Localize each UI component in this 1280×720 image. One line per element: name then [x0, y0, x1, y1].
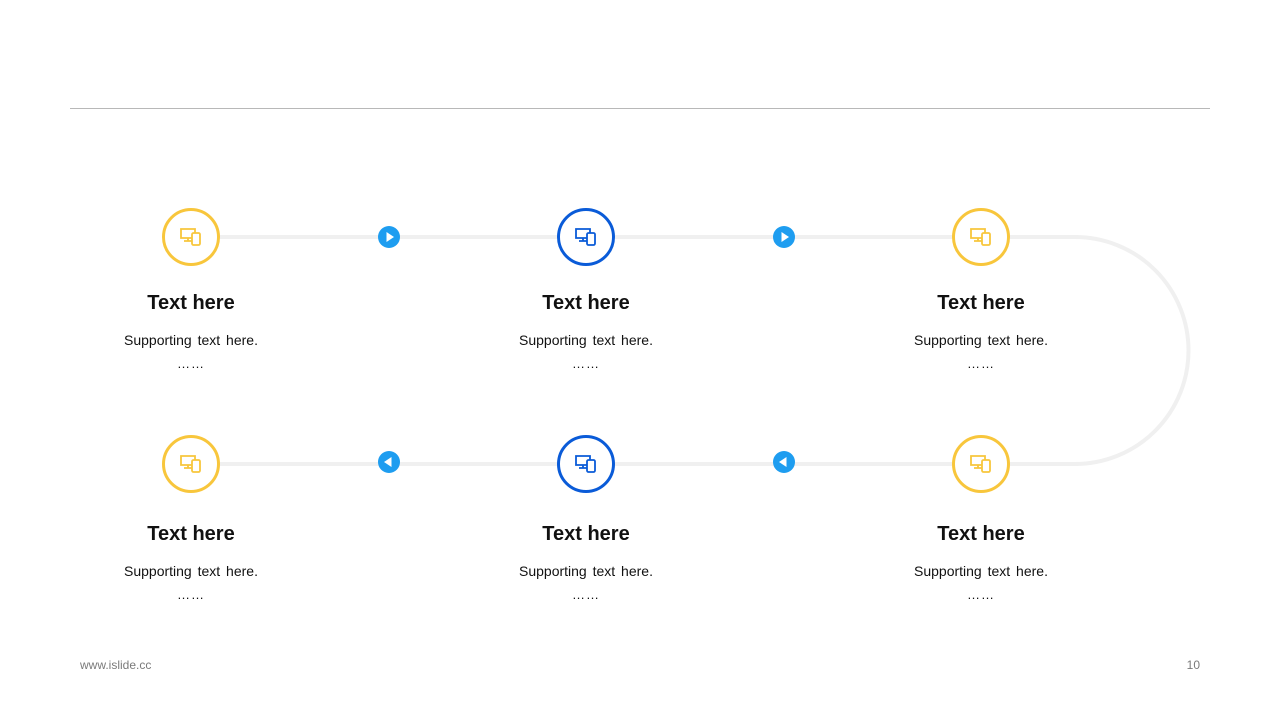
step-subtitle: Supporting text here.: [519, 563, 653, 579]
step-ellipsis: ……: [967, 356, 995, 371]
devices-icon: [575, 228, 596, 246]
step-subtitle: Supporting text here.: [914, 332, 1048, 348]
step-ellipsis: ……: [572, 587, 600, 602]
step-1-card: Text here Supporting text here. ……: [81, 291, 301, 371]
step-title: Text here: [542, 292, 630, 314]
step-ellipsis: ……: [572, 356, 600, 371]
step-6-card: Text here Supporting text here. ……: [81, 522, 301, 602]
devices-icon: [970, 228, 991, 246]
footer-website: www.islide.cc: [80, 658, 152, 672]
arrow-1: [378, 226, 400, 248]
arrow-2: [773, 226, 795, 248]
play-left-icon: [779, 457, 787, 467]
step-5-node: [557, 435, 615, 493]
play-left-icon: [384, 457, 392, 467]
step-subtitle: Supporting text here.: [124, 563, 258, 579]
top-divider: [70, 108, 1210, 109]
arrow-3: [773, 451, 795, 473]
step-ellipsis: ……: [177, 356, 205, 371]
devices-icon: [970, 455, 991, 473]
arrow-4: [378, 451, 400, 473]
step-1-node: [162, 208, 220, 266]
step-title: Text here: [147, 292, 235, 314]
step-2-node: [557, 208, 615, 266]
step-5-card: Text here Supporting text here. ……: [476, 522, 696, 602]
step-subtitle: Supporting text here.: [914, 563, 1048, 579]
step-title: Text here: [147, 523, 235, 545]
step-title: Text here: [542, 523, 630, 545]
step-2-card: Text here Supporting text here. ……: [476, 291, 696, 371]
step-3-card: Text here Supporting text here. ……: [871, 291, 1091, 371]
step-6-node: [162, 435, 220, 493]
step-subtitle: Supporting text here.: [124, 332, 258, 348]
devices-icon: [575, 455, 596, 473]
step-4-node: [952, 435, 1010, 493]
step-ellipsis: ……: [177, 587, 205, 602]
step-title: Text here: [937, 292, 1025, 314]
page-number: 10: [1186, 658, 1200, 672]
step-title: Text here: [937, 523, 1025, 545]
devices-icon: [180, 455, 201, 473]
devices-icon: [180, 228, 201, 246]
step-subtitle: Supporting text here.: [519, 332, 653, 348]
play-right-icon: [781, 232, 789, 242]
play-right-icon: [386, 232, 394, 242]
track-path: [192, 235, 1191, 466]
step-ellipsis: ……: [967, 587, 995, 602]
step-3-node: [952, 208, 1010, 266]
step-4-card: Text here Supporting text here. ……: [871, 522, 1091, 602]
